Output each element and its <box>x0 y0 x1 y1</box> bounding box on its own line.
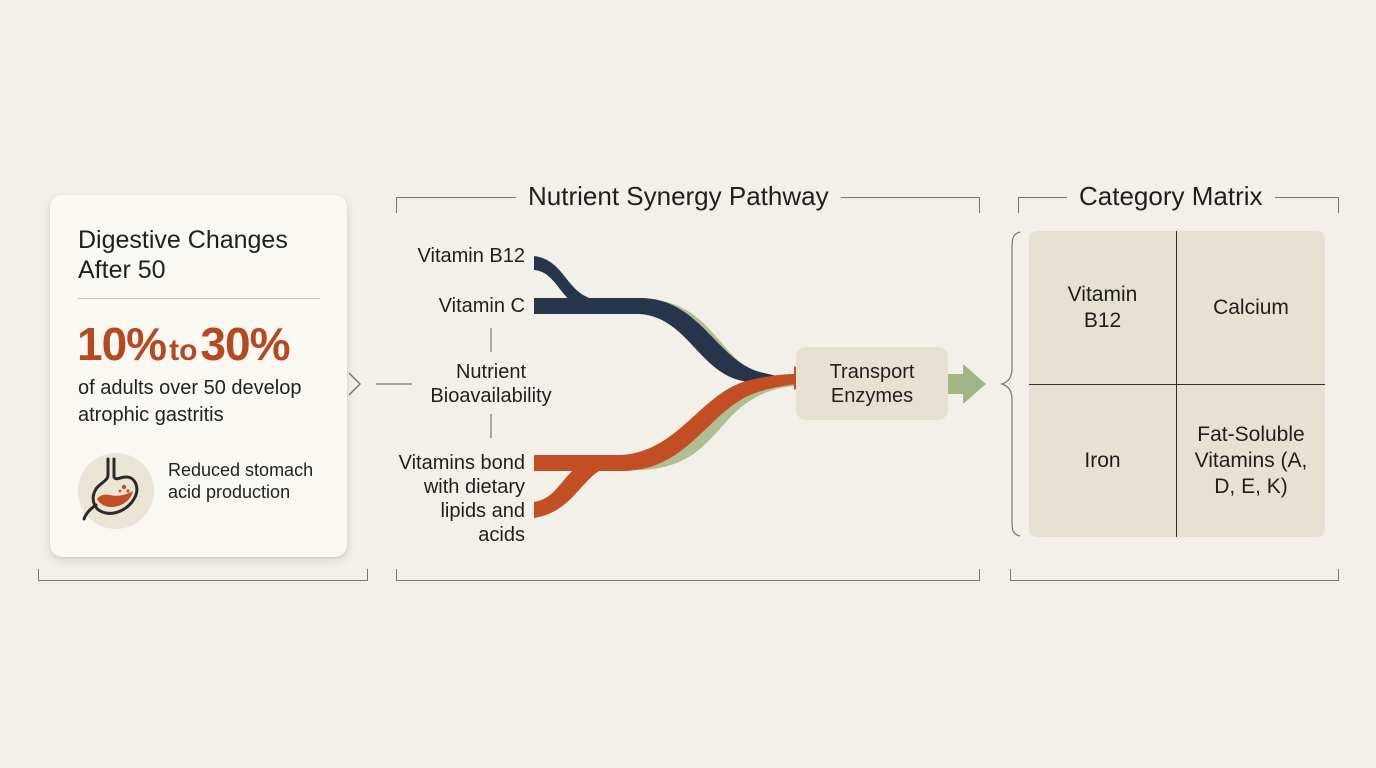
matrix-left-brace <box>1000 231 1021 537</box>
pathway-bottom-bracket <box>396 569 980 581</box>
input-lipids-acids: Vitamins bond with dietary lipids and ac… <box>398 452 525 546</box>
transport-enzymes-node: Transport Enzymes <box>796 347 948 420</box>
matrix-cell-fat-soluble-vitamins: Fat-Soluble Vitamins (A, D, E, K) <box>1194 423 1308 498</box>
left-bottom-bracket <box>38 569 368 581</box>
matrix-bottom-bracket <box>1010 569 1339 581</box>
stat-range: 10%to30% <box>77 317 290 371</box>
card-chevron <box>348 372 361 396</box>
navy-ribbon-c <box>534 298 796 384</box>
transport-enzymes-label: Transport Enzymes <box>829 360 915 407</box>
input-vitamin-b12: Vitamin B12 <box>417 245 525 267</box>
matrix-cell-calcium: Calcium <box>1213 295 1289 319</box>
matrix-horizontal-divider <box>1029 384 1325 385</box>
stat-description: of adults over 50 develop atrophic gastr… <box>78 377 302 426</box>
stomach-note: Reduced stomach acid production <box>168 460 314 502</box>
input-vitamin-c: Vitamin C <box>438 295 525 317</box>
stat-to: to <box>169 334 198 367</box>
matrix-cell-vitamin-b12: Vitamin B12 <box>1067 282 1138 332</box>
stat-high: 30% <box>200 318 290 370</box>
matrix-cell-iron: Iron <box>1084 449 1121 472</box>
rust-ribbon-lipids <box>534 374 796 472</box>
rust-ribbon-acids <box>534 458 604 518</box>
nutrient-bioavailability-label: Nutrient Bioavailability <box>430 361 552 407</box>
card-title: Digestive Changes After 50 <box>78 226 288 284</box>
stat-low: 10% <box>77 318 167 370</box>
stomach-icon <box>78 453 154 529</box>
pathway-title: Nutrient Synergy Pathway <box>516 181 841 212</box>
matrix-title: Category Matrix <box>1067 181 1275 212</box>
digestive-changes-card: Digestive Changes After 50 10%to30% of a… <box>50 195 347 557</box>
category-matrix: Vitamin B12 Calcium Iron Fat-Soluble Vit… <box>1029 231 1325 537</box>
card-divider <box>78 298 320 299</box>
